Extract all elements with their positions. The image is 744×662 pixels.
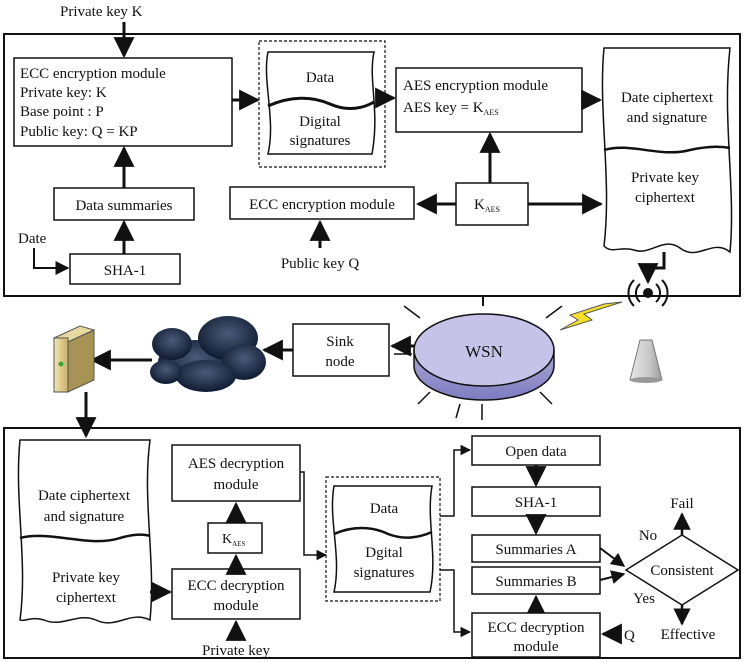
- kaes-label-bottom: KAES: [222, 532, 245, 548]
- consistent-decision-diamond: [624, 534, 740, 606]
- wsn-ray-5: [539, 391, 553, 405]
- data-signature-divider: [267, 96, 375, 110]
- digital-signatures-line1: Digital: [299, 114, 341, 130]
- cloud-icon: [150, 316, 266, 392]
- ecc-decryption-module-2-box: [471, 612, 601, 658]
- aes-decryption-module-box: [171, 444, 301, 502]
- consistent-label: Consistent: [650, 563, 714, 579]
- top-ciphertext-divider: [603, 145, 731, 154]
- wsn-ray-1: [403, 305, 421, 319]
- ecc-enc-public-key: Public key: Q = KP: [20, 124, 138, 140]
- dgital-signatures-line2: signatures: [354, 565, 415, 581]
- kaes-box-top: [455, 182, 529, 226]
- bottom-panel: [3, 427, 741, 659]
- aes-enc-title: AES encryption module: [403, 78, 548, 94]
- ecc-dec-line2: module: [214, 598, 259, 614]
- arrow-ciphertext-to-antenna: [637, 252, 666, 285]
- data-summaries-box: [53, 187, 195, 221]
- top-cipher-line3: Private key: [631, 170, 699, 186]
- antenna-wave-right: [655, 283, 662, 303]
- antenna-wave-left: [634, 283, 641, 303]
- bottom-ciphertext-divider: [19, 533, 151, 543]
- digital-signatures-line2: signatures: [290, 133, 351, 149]
- arrow-date-to-sha1: [33, 248, 70, 275]
- no-label: No: [639, 528, 657, 544]
- sink-node-box: [292, 323, 390, 377]
- arrow-data-to-open-data: [440, 444, 472, 517]
- summaries-b-label: Summaries B: [495, 574, 576, 590]
- antenna-wave-left-outer: [627, 279, 635, 307]
- arrow-summaries-a-to-consistent: [599, 547, 626, 567]
- bottom-cipher-line3: Private key: [52, 570, 120, 586]
- private-key-k-label: Private key K: [60, 4, 143, 20]
- ecc-encryption-module-2-box: [229, 186, 415, 220]
- data-label-top: Data: [306, 70, 335, 86]
- sink-label-1: Sink: [326, 334, 354, 350]
- data-summaries-label: Data summaries: [75, 198, 172, 214]
- wsn-ray-4: [417, 391, 431, 405]
- top-cipher-line1: Date ciphertext: [621, 90, 714, 106]
- data-signature-dashed-group: [258, 40, 386, 168]
- date-label: Date: [18, 231, 47, 247]
- ecc-dec-line1: ECC decryption: [187, 578, 285, 594]
- bottom-data-signature-divider: [333, 526, 433, 539]
- data-label-bottom: Data: [370, 501, 399, 517]
- antenna-wave-right-outer: [661, 279, 669, 307]
- ecc-encryption-module-2-label: ECC encryption module: [249, 197, 395, 213]
- open-data-label: Open data: [505, 444, 567, 460]
- kaes-label-top: KAES: [474, 197, 500, 214]
- ecc-enc-base-point: Base point : P: [20, 104, 104, 120]
- summaries-a-box: [471, 534, 601, 563]
- aes-dec-line2: module: [214, 477, 259, 493]
- ecc-encryption-module-box: [13, 57, 233, 147]
- server-icon: [52, 325, 96, 393]
- bottom-cipher-line2: and signature: [44, 509, 125, 525]
- aes-key-label: AES key = KAES: [403, 100, 499, 117]
- top-panel: [3, 33, 741, 297]
- kaes-box-bottom: [207, 522, 263, 554]
- arrow-summaries-b-to-consistent: [599, 570, 626, 584]
- arrow-signature-to-ecc-dec2: [440, 569, 472, 638]
- bottom-cipher-line4: ciphertext: [56, 590, 117, 606]
- bottom-data-signature-document: [331, 485, 434, 593]
- bottom-data-signature-dashed-group: [325, 476, 441, 602]
- wsn-ray-7: [455, 403, 461, 419]
- ecc-enc-private-key: Private key: K: [20, 85, 107, 101]
- sink-label-2: node: [325, 354, 355, 370]
- antenna-icon: [643, 288, 653, 298]
- public-key-q-label: Public key Q: [281, 256, 359, 272]
- aes-dec-line1: AES decryption: [188, 456, 285, 472]
- sha1-box-bottom: [471, 486, 601, 517]
- summaries-a-label: Summaries A: [495, 542, 576, 558]
- data-signature-document: [265, 51, 376, 155]
- sha1-box-top: [69, 253, 181, 285]
- wsn-label: WSN: [465, 342, 503, 361]
- private-key-bottom-label: Private key: [202, 643, 270, 659]
- yes-label: Yes: [633, 591, 655, 607]
- sha1-label-top: SHA-1: [104, 263, 147, 279]
- wsn-ray-2: [545, 305, 563, 319]
- top-ciphertext-document: [601, 47, 733, 254]
- ecc-dec2-line2: module: [514, 639, 559, 655]
- q-label: Q: [624, 628, 635, 644]
- bottom-ciphertext-document: [17, 439, 153, 624]
- summaries-b-box: [471, 566, 601, 595]
- lightning-bolt-icon: [559, 301, 623, 331]
- sensor-tower-base: [630, 377, 662, 383]
- sha1-label-bottom: SHA-1: [515, 495, 558, 511]
- arrow-aes-dec-to-data: [300, 471, 328, 561]
- bottom-cipher-line1: Date ciphertext: [38, 488, 131, 504]
- ecc-dec2-line1: ECC decryption: [487, 620, 585, 636]
- sensor-tower-icon: [629, 339, 663, 381]
- wsn-disc-top: [413, 313, 555, 387]
- effective-label: Effective: [661, 627, 716, 643]
- top-cipher-line2: and signature: [627, 110, 708, 126]
- top-cipher-line4: ciphertext: [635, 190, 696, 206]
- dgital-signatures-line1: Dgital: [365, 545, 403, 561]
- ecc-decryption-module-box: [171, 568, 301, 620]
- fail-label: Fail: [670, 496, 693, 512]
- ecc-enc-title: ECC encryption module: [20, 66, 166, 82]
